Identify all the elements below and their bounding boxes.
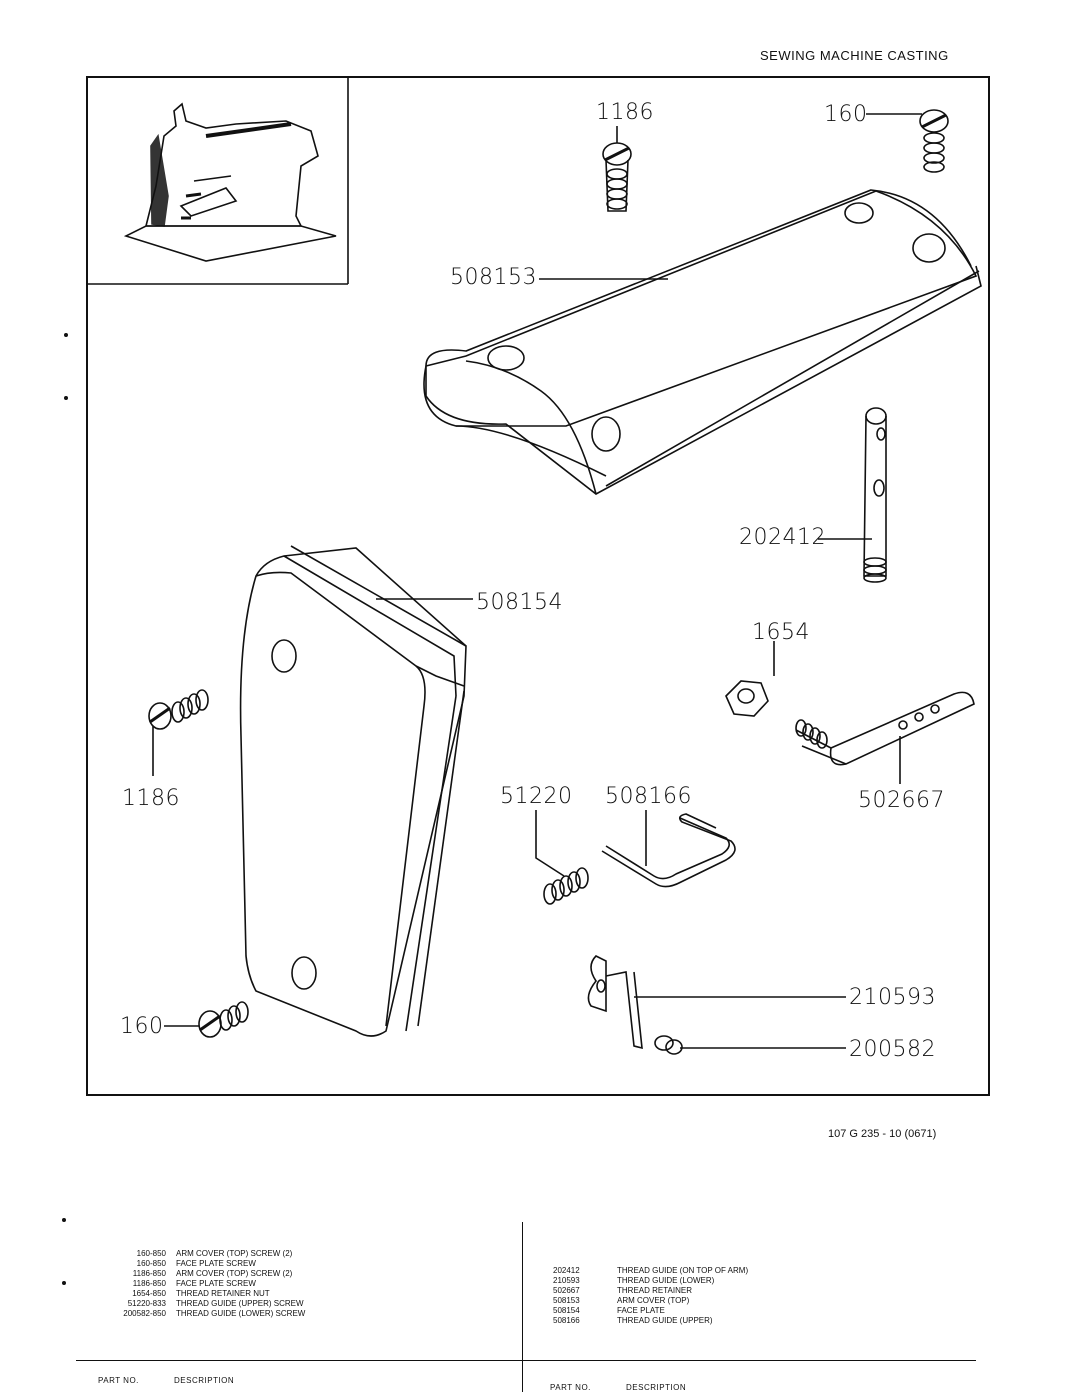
footer-part-no-right: PART NO. <box>550 1383 591 1392</box>
part-description: THREAD GUIDE (UPPER) SCREW <box>176 1299 304 1308</box>
column-divider <box>522 1222 523 1392</box>
screw-51220 <box>535 810 589 905</box>
part-number: 160-850 <box>136 1249 166 1258</box>
part-description: FACE PLATE SCREW <box>176 1279 256 1288</box>
parts-list-row: 202412 THREAD GUIDE (ON TOP OF ARM) <box>553 1266 748 1276</box>
part-number: 210593 <box>553 1276 580 1285</box>
footer-part-no-left: PART NO. <box>98 1376 139 1385</box>
print-speck <box>64 333 68 337</box>
thread-guide-upper-part <box>601 810 736 888</box>
reference-code: 107 G 235 - 10 (0671) <box>828 1128 937 1140</box>
part-number: 51220-833 <box>127 1299 166 1308</box>
print-speck <box>64 396 68 400</box>
part-description: THREAD GUIDE (LOWER) SCREW <box>176 1309 306 1318</box>
parts-list-row: 502667 THREAD RETAINER <box>553 1286 748 1296</box>
parts-list-row: 51220-833 THREAD GUIDE (UPPER) SCREW <box>96 1299 305 1309</box>
page-title: SEWING MACHINE CASTING <box>760 48 949 63</box>
part-number: 502667 <box>553 1286 580 1295</box>
callout-160-top: 160 <box>824 102 868 127</box>
callout-508166: 508166 <box>605 784 692 809</box>
footer-description-left: DESCRIPTION <box>174 1376 235 1385</box>
screw-1186-left <box>148 689 209 776</box>
part-number: 508154 <box>553 1306 580 1315</box>
parts-list-row: 1654-850 THREAD RETAINER NUT <box>96 1289 305 1299</box>
callout-160-left: 160 <box>120 1014 164 1039</box>
footer-description-right: DESCRIPTION <box>626 1383 687 1392</box>
part-description: ARM COVER (TOP) <box>617 1296 690 1305</box>
callout-508153: 508153 <box>450 265 537 290</box>
screw-200582 <box>654 1035 846 1055</box>
part-number: 160-850 <box>136 1259 166 1268</box>
parts-list-row: 160-850 FACE PLATE SCREW <box>96 1259 305 1269</box>
screw-160-top <box>866 109 949 173</box>
parts-list-row: 508153 ARM COVER (TOP) <box>553 1296 748 1306</box>
footer-rule <box>76 1360 976 1361</box>
print-speck <box>62 1218 66 1222</box>
callout-1654: 1654 <box>752 620 810 645</box>
screw-1186-top <box>602 126 632 212</box>
parts-list-row: 1186-850 FACE PLATE SCREW <box>96 1279 305 1289</box>
part-number: 508153 <box>553 1296 580 1305</box>
part-description: THREAD GUIDE (UPPER) <box>617 1316 713 1325</box>
part-description: THREAD RETAINER <box>617 1286 692 1295</box>
parts-list-row: 508154 FACE PLATE <box>553 1306 748 1316</box>
parts-list-row: 200582-850 THREAD GUIDE (LOWER) SCREW <box>96 1309 305 1319</box>
machine-thumbnail <box>86 76 349 285</box>
part-description: ARM COVER (TOP) SCREW (2) <box>176 1269 293 1278</box>
parts-diagram <box>86 76 982 1055</box>
callout-502667: 502667 <box>858 788 945 813</box>
callout-508154: 508154 <box>476 590 563 615</box>
face-plate-part <box>239 545 473 1037</box>
callout-1186-left: 1186 <box>122 786 180 811</box>
thread-retainer-part <box>795 691 975 784</box>
callout-1186-top: 1186 <box>596 100 654 125</box>
figure-frame <box>86 76 990 1096</box>
part-number: 1186-850 <box>132 1279 166 1288</box>
callout-210593: 210593 <box>849 985 936 1010</box>
parts-list-row: 508166 THREAD GUIDE (UPPER) <box>553 1316 748 1326</box>
arm-cover-part <box>423 189 982 495</box>
part-number: 202412 <box>553 1266 580 1275</box>
screw-160-left <box>164 1001 249 1038</box>
nut-1654 <box>725 641 775 717</box>
print-speck <box>62 1281 66 1285</box>
part-number: 508166 <box>553 1316 580 1325</box>
callout-51220: 51220 <box>500 784 573 809</box>
part-description: THREAD GUIDE (ON TOP OF ARM) <box>617 1266 749 1275</box>
part-number: 1654-850 <box>132 1289 166 1298</box>
part-description: FACE PLATE <box>617 1306 665 1315</box>
thread-guide-pin <box>818 407 887 583</box>
thread-guide-lower-part <box>587 955 846 1050</box>
callout-200582: 200582 <box>849 1037 936 1062</box>
parts-list-row: 1186-850 ARM COVER (TOP) SCREW (2) <box>96 1269 305 1279</box>
part-number: 200582-850 <box>123 1309 166 1318</box>
parts-list-row: 160-850 ARM COVER (TOP) SCREW (2) <box>96 1249 305 1259</box>
part-description: THREAD GUIDE (LOWER) <box>617 1276 715 1285</box>
part-description: FACE PLATE SCREW <box>176 1259 256 1268</box>
parts-list-row: 210593 THREAD GUIDE (LOWER) <box>553 1276 748 1286</box>
part-description: ARM COVER (TOP) SCREW (2) <box>176 1249 293 1258</box>
callout-202412: 202412 <box>739 525 826 550</box>
part-number: 1186-850 <box>132 1269 166 1278</box>
part-description: THREAD RETAINER NUT <box>176 1289 270 1298</box>
